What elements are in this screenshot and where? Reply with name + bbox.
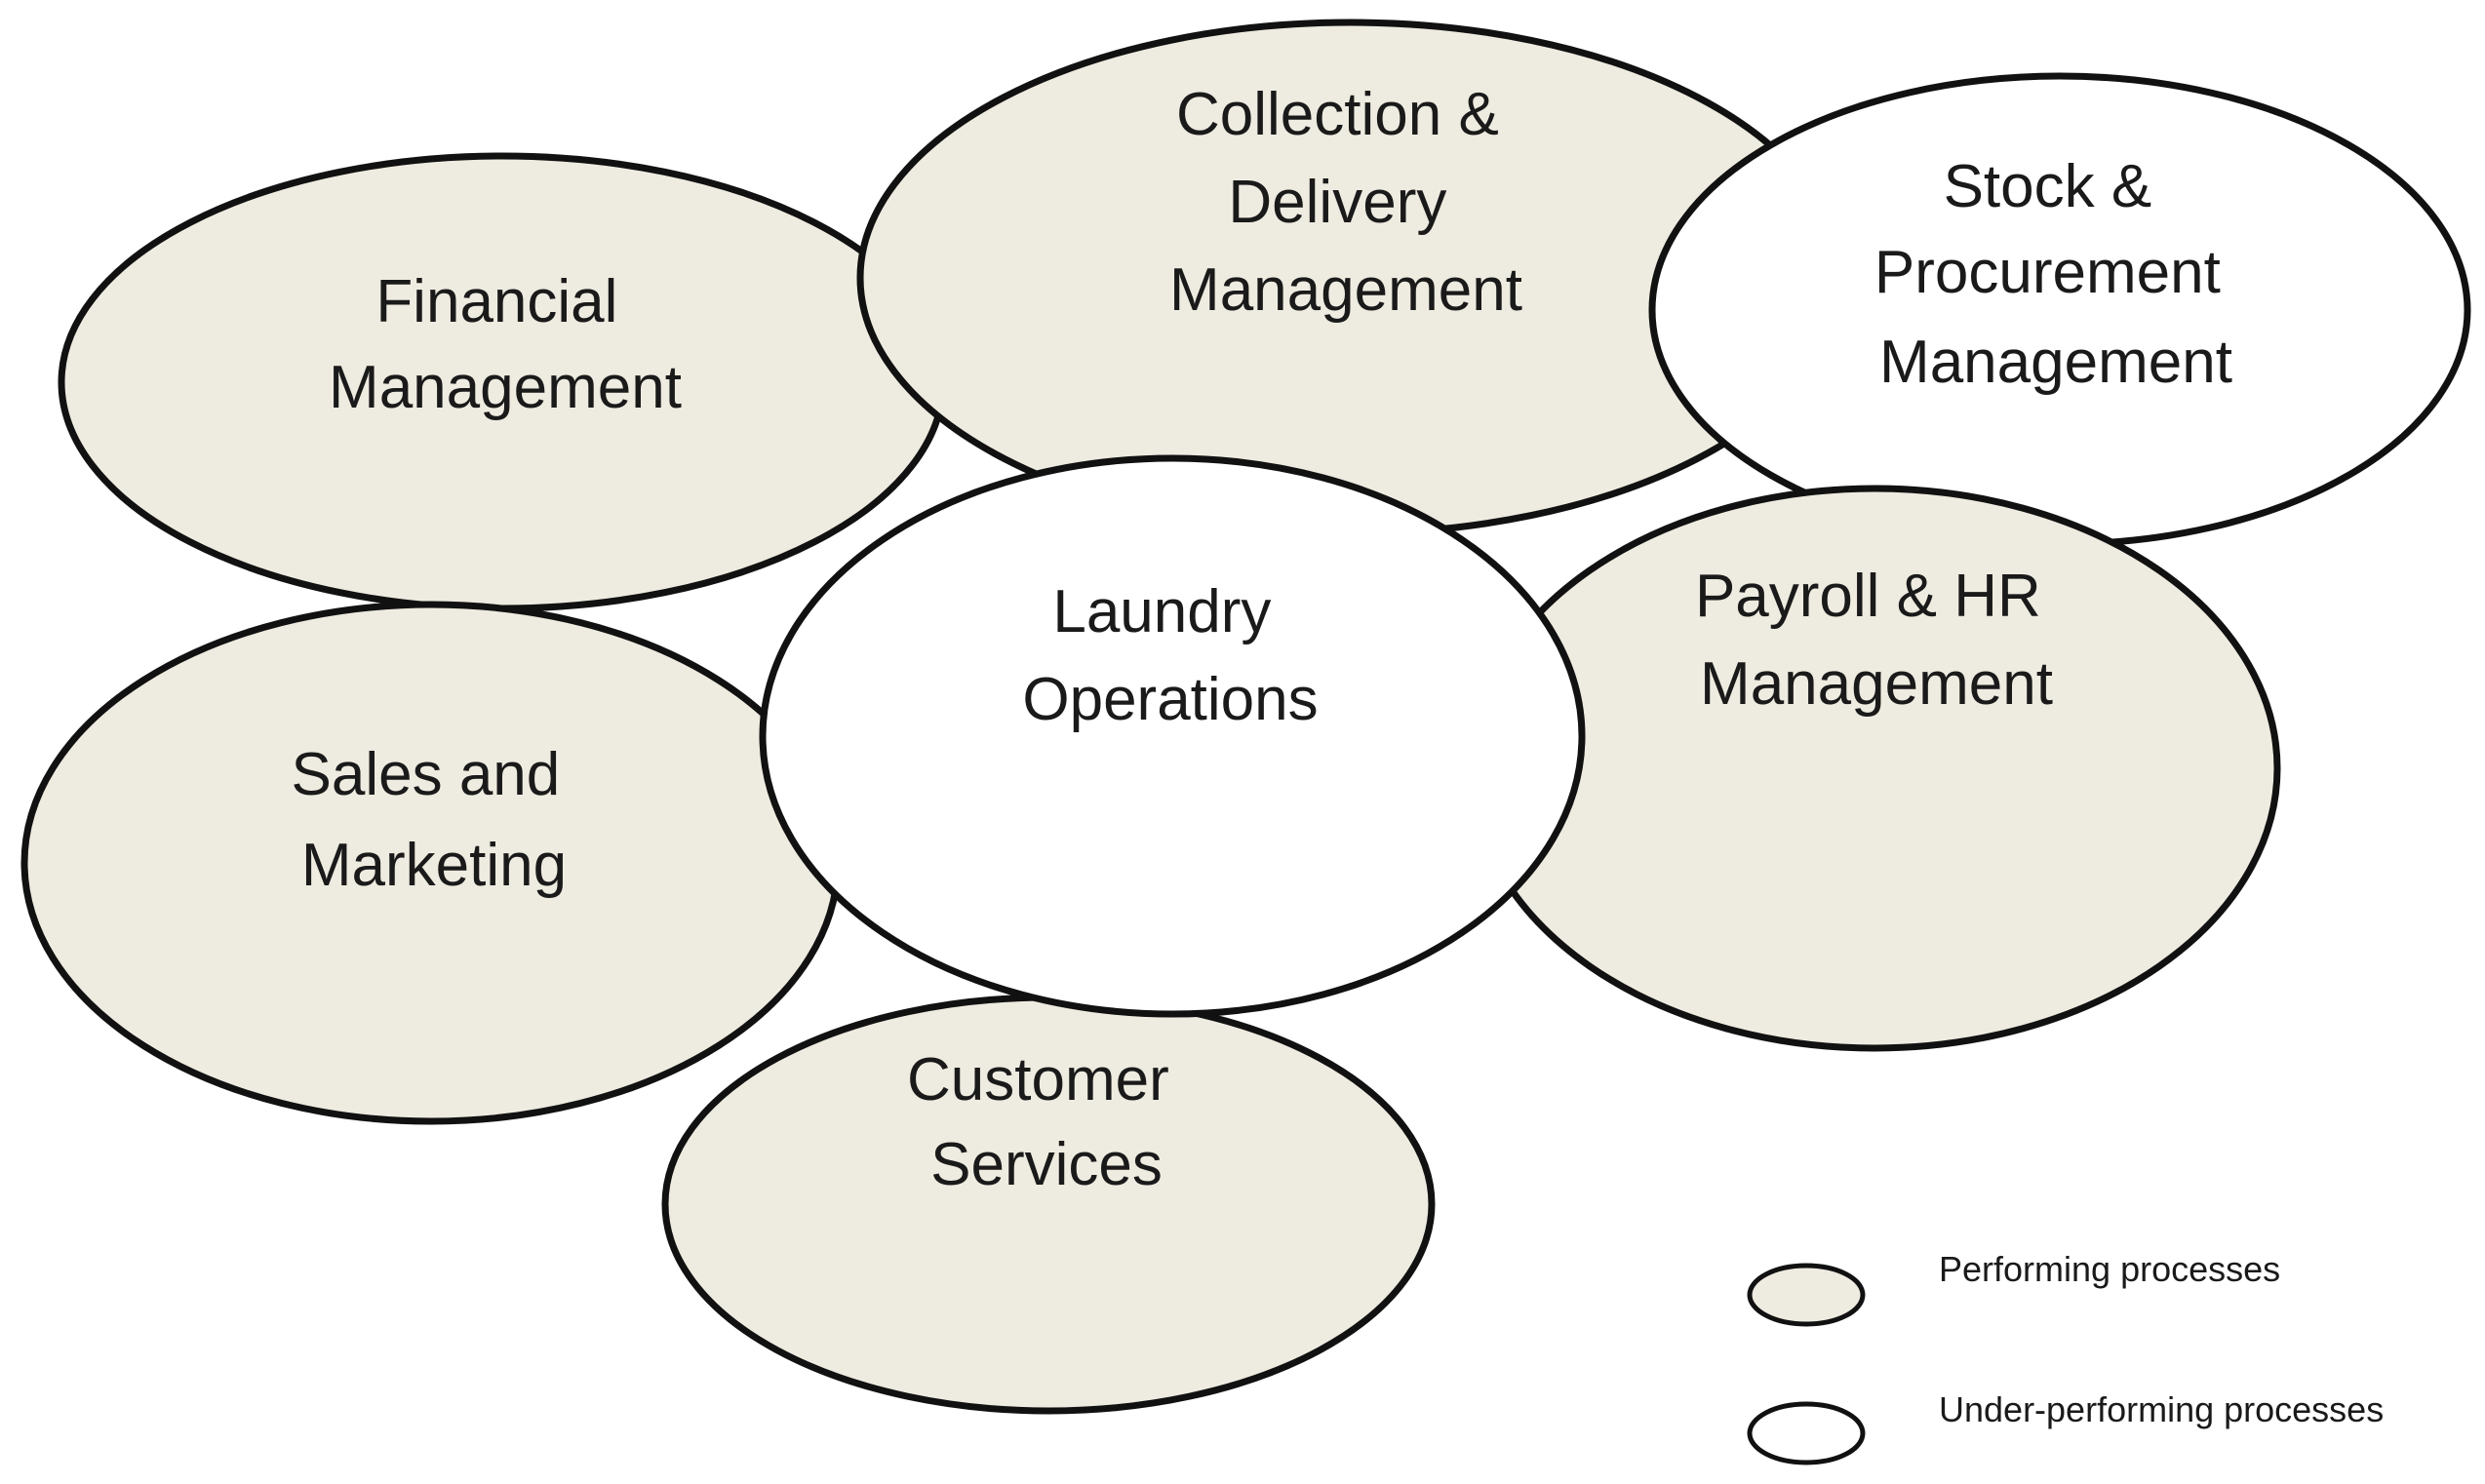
label-financial-management: Financial Management <box>329 268 682 421</box>
process-sales-and-marketing: Sales and Marketing <box>20 601 842 1125</box>
legend-label-performing: Performing processes <box>1939 1249 2280 1289</box>
label-payroll-hr-management: Payroll & HR Management <box>1695 563 2058 718</box>
legend-swatch-performing <box>1747 1263 1866 1327</box>
legend: Performing processes Under-performing pr… <box>1747 1249 2384 1465</box>
label-laundry-operations: Laundry Operations <box>1022 578 1318 733</box>
label-sales-and-marketing: Sales and Marketing <box>292 741 577 899</box>
label-stock-procurement-management: Stock & Procurement Management <box>1874 153 2237 396</box>
process-laundry-operations: Laundry Operations <box>759 454 1586 1018</box>
ellipse-stock-procurement-management <box>1648 72 2471 548</box>
label-collection-delivery-management: Collection & Delivery Management <box>1169 81 1522 324</box>
legend-label-under-performing: Under-performing processes <box>1939 1389 2384 1429</box>
ellipse-laundry-operations <box>759 454 1586 1018</box>
process-payroll-hr-management: Payroll & HR Management <box>1468 485 2281 1052</box>
legend-performing: Performing processes <box>1747 1249 2280 1327</box>
process-stock-procurement-management: Stock & Procurement Management <box>1648 72 2471 548</box>
process-customer-services: Customer Services <box>661 994 1436 1415</box>
label-customer-services: Customer Services <box>907 1046 1186 1198</box>
process-financial-management: Financial Management <box>58 152 947 612</box>
legend-swatch-under-performing <box>1747 1401 1866 1465</box>
legend-under-performing: Under-performing processes <box>1747 1389 2384 1465</box>
